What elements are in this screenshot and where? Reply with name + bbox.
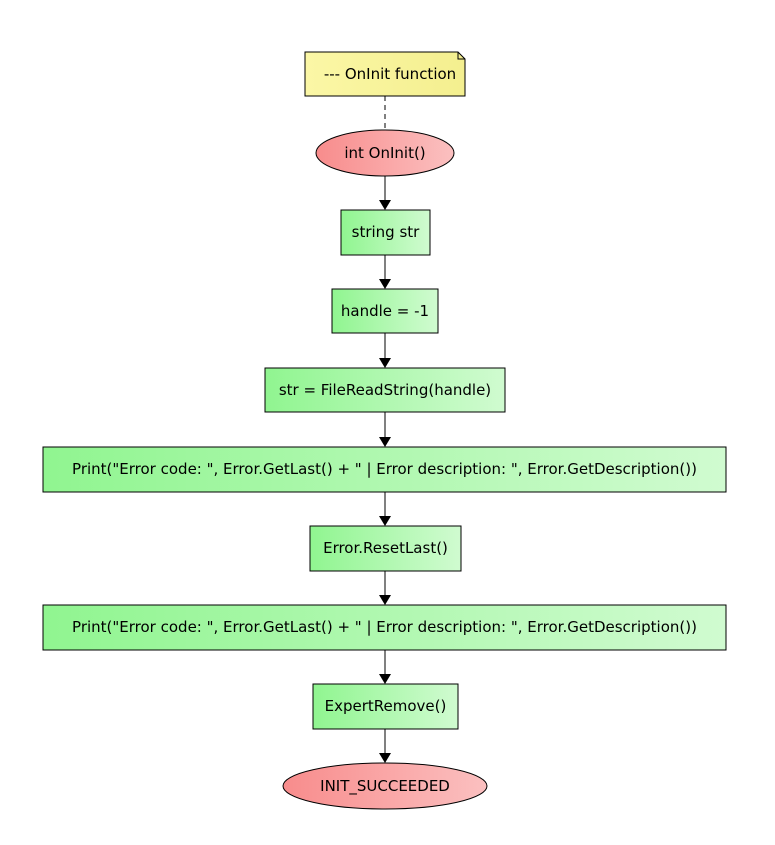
step-print-error-2: Print("Error code: ", Error.GetLast() + … bbox=[42, 604, 727, 651]
end-label: INIT_SUCCEEDED bbox=[320, 777, 450, 796]
step-label: Print("Error code: ", Error.GetLast() + … bbox=[72, 618, 697, 636]
step-label: string str bbox=[352, 223, 421, 241]
step-label: Error.ResetLast() bbox=[323, 539, 448, 557]
step-expert-remove: ExpertRemove() bbox=[312, 683, 459, 730]
note-label: --- OnInit function bbox=[324, 65, 456, 83]
step-string-str: string str bbox=[340, 209, 431, 256]
end-terminal: INIT_SUCCEEDED bbox=[282, 762, 488, 810]
step-label: Print("Error code: ", Error.GetLast() + … bbox=[72, 460, 697, 478]
start-terminal: int OnInit() bbox=[315, 129, 455, 177]
start-label: int OnInit() bbox=[344, 144, 425, 162]
step-label: str = FileReadString(handle) bbox=[279, 381, 491, 399]
step-label: ExpertRemove() bbox=[325, 697, 447, 715]
note-onint-function: --- OnInit function bbox=[304, 51, 466, 97]
step-file-read-string: str = FileReadString(handle) bbox=[264, 367, 506, 413]
step-error-reset-last: Error.ResetLast() bbox=[309, 525, 462, 572]
step-print-error-1: Print("Error code: ", Error.GetLast() + … bbox=[42, 446, 727, 493]
step-label: handle = -1 bbox=[341, 302, 429, 320]
step-handle-assign: handle = -1 bbox=[331, 288, 439, 334]
